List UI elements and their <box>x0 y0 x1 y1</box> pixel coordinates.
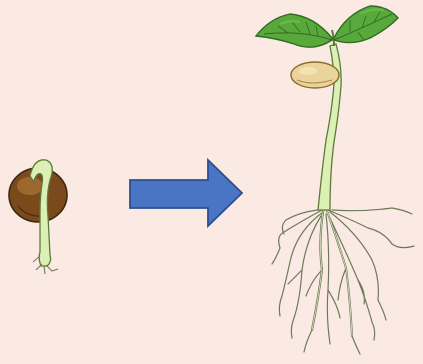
seed-coat <box>9 168 67 222</box>
left-leaf <box>256 14 332 47</box>
right-arrow <box>130 160 242 226</box>
right-leaf <box>334 6 398 43</box>
cotyledon <box>291 62 339 88</box>
seedling <box>256 6 414 354</box>
root-system <box>272 206 414 354</box>
germinating-seed <box>9 160 67 274</box>
stem <box>318 30 341 210</box>
